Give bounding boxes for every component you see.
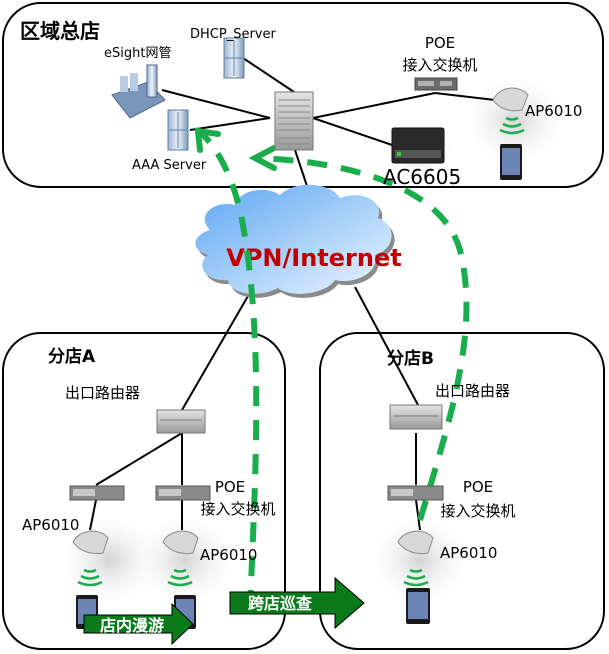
dhcp-server-icon xyxy=(223,37,245,79)
branch-a-poe-switch-right-icon xyxy=(155,485,211,501)
hq-poe-label-line2: 接入交换机 xyxy=(402,56,477,74)
ac6605-controller-icon xyxy=(391,127,445,164)
roaming-paths xyxy=(197,129,470,611)
branch-b-poe-label-line2: 接入交换机 xyxy=(440,502,515,520)
path-arrowhead-icon xyxy=(248,145,277,171)
ac6605-label: AC6605 xyxy=(383,165,461,189)
branch-a-poe-switch-left-icon xyxy=(69,485,125,501)
branch-b-tablet-icon xyxy=(406,588,430,624)
branch-a-router-label: 出口路由器 xyxy=(65,384,140,402)
branch-a-ap-right-label: AP6010 xyxy=(200,546,257,564)
dhcp-server-label: DHCP_Server xyxy=(190,27,276,42)
hq-tablet-icon xyxy=(500,144,522,180)
vpn-internet-cloud: VPN/Internet xyxy=(195,184,402,298)
branch-b-ap-label: AP6010 xyxy=(440,544,497,562)
esight-label: eSight网管 xyxy=(104,46,171,61)
hq-poe-switch-icon xyxy=(414,77,458,91)
branch-a-ap-left-icon xyxy=(72,530,109,555)
hq-wifi-signal-icon xyxy=(499,116,525,135)
branch-b-ap-icon xyxy=(397,530,434,555)
branch-b-title: 分店B xyxy=(387,348,434,369)
branch-a-wifi-left-icon xyxy=(77,568,103,587)
esight-management-icon xyxy=(111,64,166,119)
branch-a-router-icon xyxy=(156,409,206,434)
cross-store-patrol-arrow: 跨店巡查 xyxy=(229,576,365,630)
branch-a-poe-label-line2: 接入交换机 xyxy=(200,500,275,518)
branch-b-poe-label-line1: POE xyxy=(463,478,493,496)
in-store-roaming-arrow: 店内漫游 xyxy=(83,602,194,646)
aaa-server-icon xyxy=(167,109,189,151)
hq-poe-label-line1: POE xyxy=(425,34,455,52)
hq-ap-label: AP6010 xyxy=(525,102,582,120)
branch-a-ap-right-icon xyxy=(162,530,199,555)
branch-a-poe-label-line1: POE xyxy=(215,478,245,496)
hq-ap6010-icon xyxy=(492,87,529,112)
connection-lines xyxy=(89,57,496,531)
cross-store-patrol-label: 跨店巡查 xyxy=(248,594,312,613)
branch-a-wifi-right-icon xyxy=(167,568,193,587)
branch-b-poe-switch-icon xyxy=(387,485,444,501)
cloud-label: VPN/Internet xyxy=(226,244,401,272)
branch-b-router-icon xyxy=(389,404,443,430)
core-switch-icon xyxy=(274,91,314,151)
branch-b-router-label: 出口路由器 xyxy=(435,382,510,400)
branch-a-title: 分店A xyxy=(48,346,96,367)
aaa-server-label: AAA Server xyxy=(132,158,207,173)
hq-title: 区域总店 xyxy=(20,19,100,43)
branch-b-wifi-icon xyxy=(403,568,429,587)
branch-a-ap-left-label: AP6010 xyxy=(22,516,79,534)
path-arrowhead-icon xyxy=(194,127,221,153)
in-store-roaming-label: 店内漫游 xyxy=(100,616,164,635)
